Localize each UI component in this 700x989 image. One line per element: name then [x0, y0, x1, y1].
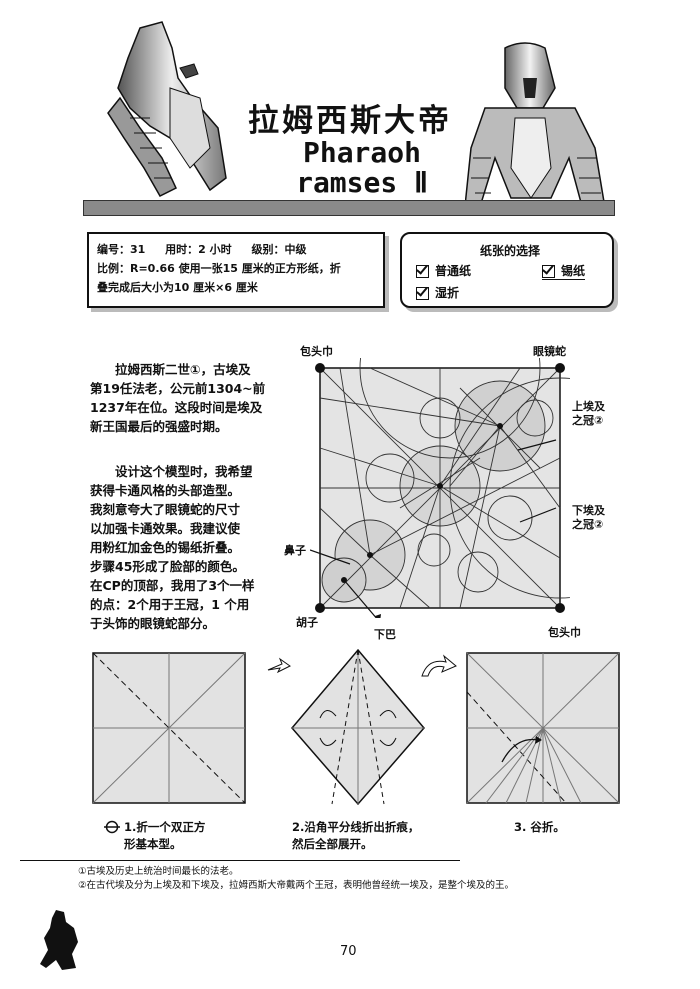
title-band — [83, 200, 615, 216]
intro-paragraph-2: 设计这个模型时，我希望 获得卡通风格的头部造型。 我刻意夸大了眼镜蛇的尺寸 以加… — [90, 464, 255, 631]
cp-label-turban-bottom: 包头巾 — [548, 626, 581, 639]
model-level: 级别：中级 — [251, 243, 307, 256]
model-ratio-line1: 比例：R=0.66 使用一张15 厘米的正方形纸，折 — [97, 262, 341, 275]
model-time: 用时：2 小时 — [165, 243, 232, 256]
arrow-curved-icon — [421, 654, 457, 677]
cp-label-lower-crown-2: 之冠② — [572, 518, 604, 531]
footnote-divider — [20, 860, 460, 861]
cp-label-beard: 胡子 — [296, 616, 318, 629]
arrow-right-icon — [267, 657, 291, 674]
intro-paragraph-1: 拉姆西斯二世①，古埃及 第19任法老，公元前1304~前 1237年在位。这段时… — [90, 362, 266, 434]
pharaoh-side-illustration — [107, 21, 227, 197]
cp-label-lower-crown-1: 下埃及 — [572, 504, 605, 517]
pharaoh-silhouette-icon — [40, 910, 78, 970]
footnote-1: ①古埃及历史上统治时间最长的法老。 — [78, 866, 239, 877]
cp-label-nose: 鼻子 — [284, 544, 306, 557]
paper-option-wetfold: 湿折 — [416, 284, 459, 301]
checkbox-icon — [416, 287, 429, 300]
cp-label-upper-crown-1: 上埃及 — [572, 400, 605, 413]
model-info-box: 编号：31 用时：2 小时 级别：中级 比例：R=0.66 使用一张15 厘米的… — [87, 232, 385, 308]
step2-caption: 2.沿角平分线折出折痕， 然后全部展开。 — [292, 820, 420, 851]
step3-caption: 3. 谷折。 — [514, 820, 565, 834]
checkbox-icon — [542, 265, 555, 278]
crease-pattern — [310, 358, 570, 618]
paper-choice-box: 纸张的选择 普通纸 锡纸 湿折 — [400, 232, 614, 308]
paper-choice-heading: 纸张的选择 — [480, 244, 541, 258]
title-english-line1: Pharaoh — [302, 136, 421, 169]
title-chinese: 拉姆西斯大帝 — [248, 103, 452, 139]
step2-diagram — [291, 648, 425, 806]
cp-label-turban-top: 包头巾 — [300, 345, 333, 358]
cp-label-upper-crown-2: 之冠② — [572, 414, 604, 427]
step1-caption: 1.折一个双正方 形基本型。 — [124, 820, 206, 851]
page-number: 70 — [340, 944, 357, 959]
checkbox-icon — [416, 265, 429, 278]
double-square-base-symbol-icon — [104, 820, 120, 834]
step1-diagram — [92, 652, 246, 804]
footnote-2: ②在古代埃及分为上埃及和下埃及，拉姆西斯大帝戴两个王冠，表明他曾经统一埃及，是整… — [78, 880, 515, 891]
cp-label-chin: 下巴 — [374, 628, 396, 641]
model-ratio-line2: 叠完成后大小为10 厘米×6 厘米 — [97, 281, 258, 294]
cp-label-cobra: 眼镜蛇 — [533, 345, 566, 358]
paper-option-foil: 锡纸 — [542, 262, 586, 280]
paper-option-normal: 普通纸 — [416, 262, 471, 279]
pharaoh-front-illustration — [465, 42, 606, 211]
model-number: 编号：31 — [97, 243, 146, 256]
title-english-line2: ramses Ⅱ — [296, 166, 428, 199]
step3-diagram — [466, 652, 620, 804]
